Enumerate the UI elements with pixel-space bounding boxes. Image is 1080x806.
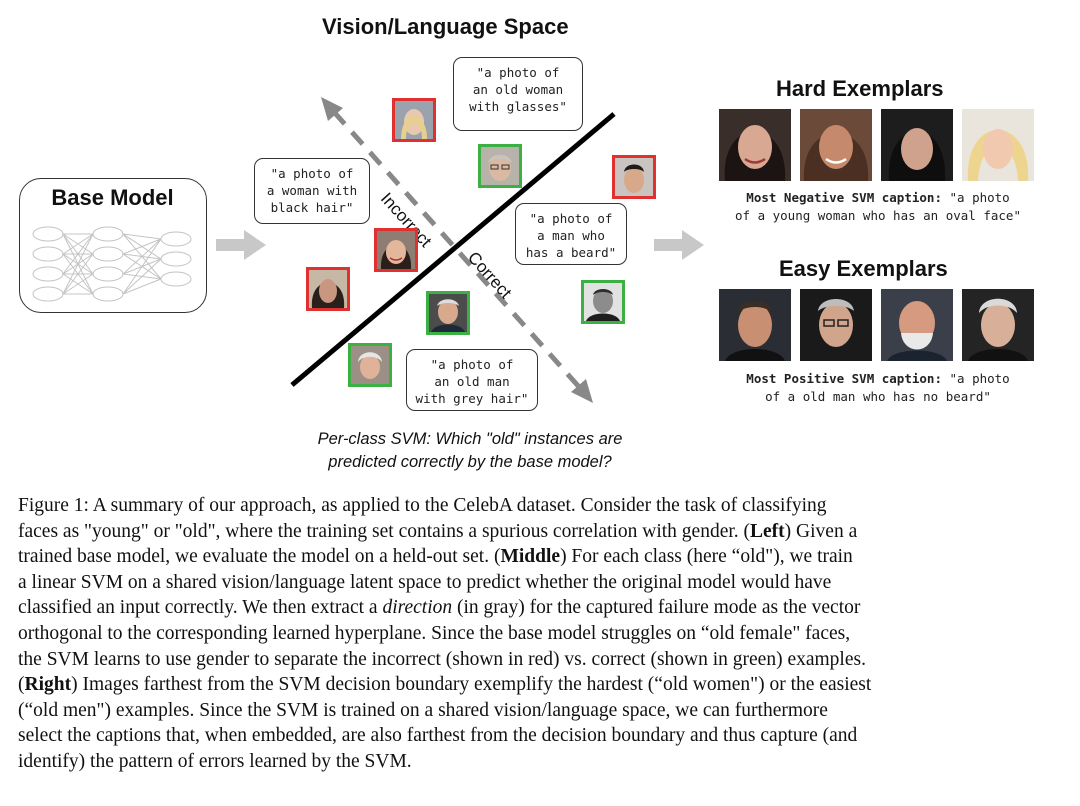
bubble-line: with glasses" — [469, 99, 567, 114]
face-incorrect-young-man — [612, 155, 656, 199]
face-correct-old-man-bw — [581, 280, 625, 324]
caption-right-label: Right — [24, 674, 72, 696]
caption-line: faces as "young" or "old", where the tra… — [18, 519, 1063, 545]
caption-text: faces as "young" or "old", where the tra… — [18, 520, 751, 542]
easy-caption-text-1: "a photo — [941, 371, 1010, 386]
base-model-box: Base Model — [19, 178, 207, 313]
bubble-line: "a photo of — [529, 211, 613, 226]
caption-line: orthogonal to the corresponding learned … — [18, 622, 851, 644]
bubble-line: "a photo of — [476, 65, 560, 80]
face-correct-old-woman-glasses — [478, 144, 522, 188]
figure-1: Vision/Language Space Hard Exemplars Eas… — [19, 14, 1048, 474]
bubble-line: has a beard" — [525, 245, 617, 260]
svm-question-line-1: Per-class SVM: Which "old" instances are — [317, 430, 623, 448]
caption-direction-term: direction — [382, 597, 453, 619]
caption-text: ) Given a — [784, 520, 858, 542]
easy-exemplars-title: Easy Exemplars — [779, 256, 948, 281]
caption-text: ( — [18, 674, 25, 696]
hard-exemplar-3 — [881, 109, 953, 181]
hard-caption-text-1: "a photo — [941, 190, 1010, 205]
vl-space-title: Vision/Language Space — [322, 14, 569, 39]
arrow-to-exemplars-icon — [654, 230, 704, 260]
easy-exemplar-3 — [881, 289, 953, 361]
bubble-beard: "a photo of a man who has a beard" — [515, 203, 627, 265]
bubble-old-woman-glasses: "a photo of an old woman with glasses" — [453, 57, 583, 131]
svm-question: Per-class SVM: Which "old" instances are… — [240, 428, 700, 474]
svm-diagram — [290, 97, 616, 403]
easy-exemplar-2 — [800, 289, 872, 361]
decision-boundary — [290, 112, 616, 387]
easy-exemplar-caption: Most Positive SVM caption: "a photo of a… — [708, 370, 1048, 406]
failure-direction-arrow — [332, 110, 582, 390]
caption-line: (Right) Images farthest from the SVM dec… — [18, 672, 1063, 698]
face-incorrect-dark-hair-woman — [374, 228, 418, 272]
bubble-line: "a photo of — [270, 166, 354, 181]
caption-line: identify) the pattern of errors learned … — [18, 750, 412, 772]
svm-question-line-2: predicted correctly by the base model? — [328, 453, 612, 471]
caption-line: Figure 1: A summary of our approach, as … — [18, 495, 827, 516]
bubble-line: a woman with — [266, 183, 358, 198]
caption-text: classified an input correctly. We then e… — [18, 597, 383, 619]
bubble-black-hair: "a photo of a woman with black hair" — [254, 158, 370, 224]
caption-text: (in gray) for the captured failure mode … — [452, 597, 861, 619]
hard-caption-label: Most Negative SVM caption: — [746, 190, 942, 205]
caption-line: classified an input correctly. We then e… — [18, 595, 1063, 621]
caption-line: (“old men") examples. Since the SVM is t… — [18, 699, 828, 721]
bubble-line: an old woman — [472, 82, 564, 97]
caption-line: the SVM learns to use gender to separate… — [18, 648, 866, 670]
caption-line: select the captions that, when embedded,… — [18, 725, 858, 747]
caption-text: trained base model, we evaluate the mode… — [18, 546, 501, 568]
bubble-line: "a photo of — [430, 357, 514, 372]
caption-middle-label: Middle — [500, 546, 561, 568]
face-incorrect-curly-woman — [306, 267, 350, 311]
face-correct-grey-hair-man — [348, 343, 392, 387]
caption-text: ) Images farthest from the SVM decision … — [71, 674, 872, 696]
easy-caption-label: Most Positive SVM caption: — [746, 371, 942, 386]
neural-network-icon — [32, 226, 192, 302]
caption-line: a linear SVM on a shared vision/language… — [18, 571, 832, 593]
hard-caption-text-2: of a young woman who has an oval face" — [735, 208, 1021, 223]
caption-text: ) For each class (here “old"), we train — [560, 546, 853, 568]
figure-caption: Figure 1: A summary of our approach, as … — [18, 493, 1063, 775]
bubble-line: with grey hair" — [415, 391, 529, 406]
hard-exemplar-1 — [719, 109, 791, 181]
caption-left-label: Left — [750, 520, 785, 542]
bubble-line: black hair" — [270, 200, 354, 215]
base-model-label: Base Model — [51, 185, 174, 210]
caption-line: trained base model, we evaluate the mode… — [18, 544, 1063, 570]
hard-exemplar-4 — [962, 109, 1034, 181]
face-incorrect-blonde-woman — [392, 98, 436, 142]
face-correct-old-man-suit — [426, 291, 470, 335]
easy-exemplar-4 — [962, 289, 1034, 361]
hard-exemplar-2 — [800, 109, 872, 181]
bubble-line: an old man — [434, 374, 510, 389]
arrow-to-space-icon — [216, 230, 266, 260]
hard-exemplar-caption: Most Negative SVM caption: "a photo of a… — [708, 189, 1048, 225]
bubble-grey-hair: "a photo of an old man with grey hair" — [406, 349, 538, 411]
direction-arrowhead-up — [321, 97, 343, 121]
direction-arrowhead-down — [571, 379, 593, 403]
easy-exemplar-1 — [719, 289, 791, 361]
bubble-line: a man who — [537, 228, 605, 243]
hard-exemplars-title: Hard Exemplars — [776, 76, 944, 101]
easy-caption-text-2: of a old man who has no beard" — [765, 389, 991, 404]
